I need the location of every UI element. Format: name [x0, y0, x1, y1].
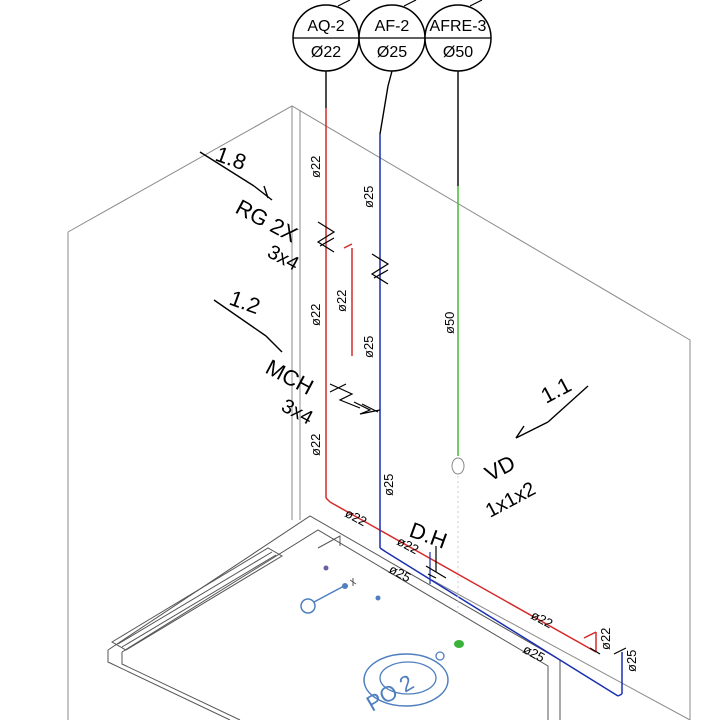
column-name: AF-2	[375, 18, 410, 35]
pipe-labels: ø22 ø22 ø22 ø22 ø25 ø25 ø25 ø50 ø22 ø22 …	[308, 156, 639, 672]
column-bubbles: AQ-2 Ø22 AF-2 Ø25 AFRE-3 Ø50	[292, 0, 492, 72]
hot-water-pipes	[325, 108, 597, 653]
column-name: AFRE-3	[430, 18, 487, 35]
pipe-label: ø25	[381, 474, 396, 496]
pipe-label: ø50	[442, 312, 457, 334]
valve-icon	[370, 253, 390, 285]
callout-size: 3x4	[264, 241, 303, 276]
bubble-leaders	[325, 70, 459, 186]
pipe-label: ø25	[361, 336, 376, 358]
vent-pipe	[451, 186, 465, 616]
fixture-callout-vd[interactable]: 1.1 VD 1x1x2	[481, 372, 589, 522]
floor-box-front	[107, 650, 231, 720]
column-bubble-af-2[interactable]: AF-2 Ø25	[358, 0, 426, 72]
back-wall-outline	[67, 105, 691, 720]
drain-grate-line	[117, 551, 273, 645]
drain-pipe	[313, 585, 345, 603]
callout-name: MCH	[262, 354, 318, 400]
mixer-valve-icon	[329, 383, 381, 415]
vent-node-icon	[454, 640, 464, 648]
column-diameter: Ø50	[443, 44, 473, 61]
column-bubble-afre-3[interactable]: AFRE-3 Ø50	[424, 0, 492, 72]
pipe-label: ø22	[308, 434, 323, 456]
floor-box-front-inner	[121, 652, 241, 720]
pipe-label: ø22	[334, 290, 349, 312]
callout-name: RG 2X	[232, 194, 302, 247]
pipe-label: ø22	[308, 156, 323, 178]
floor-drain-icon	[300, 598, 316, 614]
toilet-tank-node-icon	[435, 651, 445, 661]
toilet-bowl-icon	[363, 653, 449, 707]
hot-horizontal-run	[329, 501, 597, 653]
vent-outlet-icon	[451, 457, 465, 475]
pipe-nodes	[349, 578, 357, 586]
cold-horizontal-run	[385, 551, 619, 697]
fixture-callout-rg[interactable]: 1.8 RG 2X 3x4	[199, 141, 303, 276]
callout-ref: 1.8	[212, 141, 249, 175]
floor-box-inner	[121, 529, 549, 720]
callout-name: VD	[481, 450, 520, 486]
toilet-seat-icon	[379, 661, 437, 695]
floor-edge	[431, 579, 691, 720]
valve-node-icon	[375, 595, 381, 601]
room-walls	[67, 105, 691, 720]
valves	[316, 221, 627, 655]
column-diameter: Ø25	[377, 44, 407, 61]
callout-ref: 1.2	[226, 285, 263, 319]
column-bubble-aq-2[interactable]: AQ-2 Ø22	[292, 0, 360, 72]
pipe-label: ø22	[343, 505, 370, 529]
drain-grate-line	[121, 554, 277, 648]
pipe-label: ø22	[598, 628, 613, 650]
valve-icon	[316, 221, 336, 253]
drain-node-icon	[342, 583, 348, 589]
pipe-label: ø22	[308, 304, 323, 326]
shower-drain-channel	[111, 547, 283, 651]
column-diameter: Ø22	[311, 44, 341, 61]
fixture-callout-mch[interactable]: 1.2 MCH 3x4	[213, 285, 318, 430]
callout-size: 3x4	[278, 395, 317, 430]
column-name: AQ-2	[307, 18, 344, 35]
floor-step	[317, 535, 341, 549]
pipe-label: ø25	[387, 561, 414, 585]
pipe-label: ø25	[624, 650, 639, 672]
floor-fixtures: PO 2	[300, 565, 464, 717]
room-label: PO 2	[362, 670, 418, 717]
cold-water-pipes	[379, 134, 623, 697]
pipe-label: ø25	[521, 641, 548, 665]
outlet-node-icon	[323, 565, 329, 571]
pipe-label: ø25	[361, 186, 376, 208]
